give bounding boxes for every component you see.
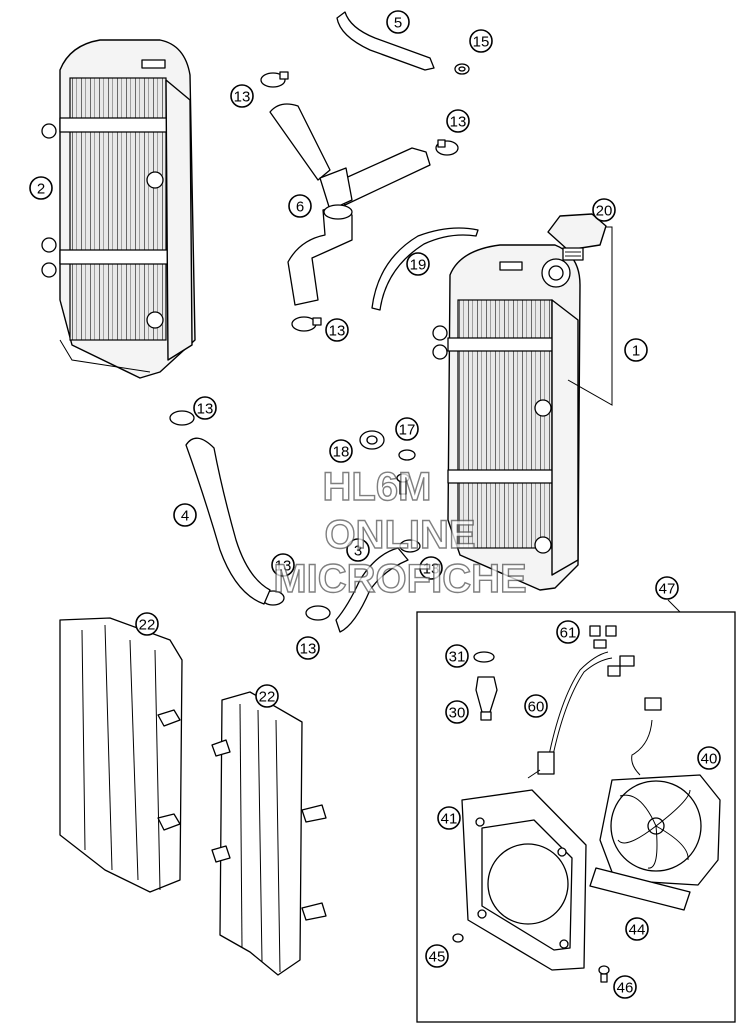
clamp-13-right bbox=[435, 139, 459, 156]
svg-text:15: 15 bbox=[473, 34, 490, 51]
clamp-13-lower bbox=[291, 316, 322, 332]
callout-46: 46 bbox=[613, 975, 637, 999]
svg-text:13: 13 bbox=[423, 561, 440, 578]
clamp-13-hose3-bottom bbox=[305, 605, 331, 621]
radiator-cap bbox=[547, 213, 607, 261]
screw-46 bbox=[598, 965, 610, 983]
hose-3 bbox=[335, 547, 409, 633]
left-radiator bbox=[41, 39, 196, 379]
wiring-harness bbox=[527, 625, 635, 779]
watermark-line-2: ONLINE bbox=[324, 513, 475, 557]
callout-13-d: 13 bbox=[193, 396, 217, 420]
watermark: HL6M ONLINE MICROFICHE bbox=[273, 464, 528, 601]
plug-18 bbox=[359, 430, 385, 450]
hose-19 bbox=[371, 227, 479, 311]
callout-60: 60 bbox=[524, 694, 548, 718]
svg-text:17: 17 bbox=[399, 422, 416, 439]
hose-y-piece-6 bbox=[269, 103, 431, 306]
svg-text:31: 31 bbox=[449, 649, 466, 666]
fan-shroud bbox=[461, 789, 587, 971]
callout-13-e: 13 bbox=[271, 553, 295, 577]
screw-45 bbox=[452, 933, 464, 943]
callout-15: 15 bbox=[469, 29, 493, 53]
callout-44: 44 bbox=[625, 917, 649, 941]
callout-61: 61 bbox=[556, 620, 580, 644]
svg-text:18: 18 bbox=[333, 444, 350, 461]
fan-kit-frame bbox=[416, 611, 736, 1023]
svg-text:30: 30 bbox=[449, 705, 466, 722]
callout-18: 18 bbox=[329, 439, 353, 463]
screw-small bbox=[396, 473, 410, 495]
right-radiator bbox=[432, 226, 613, 591]
radiator-guard-left bbox=[59, 617, 183, 893]
watermark-line-3: MICROFICHE bbox=[273, 557, 526, 601]
callout-6: 6 bbox=[288, 194, 312, 218]
hose-5 bbox=[336, 11, 435, 71]
svg-text:22: 22 bbox=[139, 617, 156, 634]
svg-text:60: 60 bbox=[528, 699, 545, 716]
svg-text:13: 13 bbox=[329, 323, 346, 340]
callout-13-a: 13 bbox=[230, 84, 254, 108]
svg-text:13: 13 bbox=[275, 558, 292, 575]
clamp-13-hose3-top bbox=[399, 539, 421, 553]
callout-13-f: 13 bbox=[419, 556, 443, 580]
callout-30: 30 bbox=[445, 700, 469, 724]
thermo-switch bbox=[473, 651, 498, 721]
callout-31: 31 bbox=[445, 644, 469, 668]
callout-1: 1 bbox=[624, 338, 648, 362]
clamp-13-hose4-top bbox=[169, 410, 195, 426]
callout-2: 2 bbox=[29, 176, 53, 200]
svg-text:46: 46 bbox=[617, 980, 634, 997]
callout-45: 45 bbox=[425, 944, 449, 968]
callout-13-g: 13 bbox=[296, 636, 320, 660]
svg-text:40: 40 bbox=[701, 751, 718, 768]
callout-20: 20 bbox=[592, 198, 616, 222]
callout-4: 4 bbox=[173, 503, 197, 527]
callout-5: 5 bbox=[386, 10, 410, 34]
callout-22-b: 22 bbox=[255, 684, 279, 708]
svg-text:20: 20 bbox=[596, 203, 613, 220]
svg-text:5: 5 bbox=[394, 15, 402, 32]
label-plate bbox=[589, 867, 691, 911]
svg-text:1: 1 bbox=[632, 343, 640, 360]
svg-text:4: 4 bbox=[181, 508, 189, 525]
hose-4 bbox=[185, 437, 271, 605]
svg-text:2: 2 bbox=[37, 181, 45, 198]
callout-40: 40 bbox=[697, 746, 721, 770]
svg-text:13: 13 bbox=[234, 89, 251, 106]
callout-17: 17 bbox=[395, 417, 419, 441]
svg-text:6: 6 bbox=[296, 199, 304, 216]
cooling-fan bbox=[599, 697, 721, 886]
svg-text:45: 45 bbox=[429, 949, 446, 966]
washer-17 bbox=[398, 449, 416, 461]
svg-text:47: 47 bbox=[659, 581, 676, 598]
svg-text:19: 19 bbox=[410, 257, 427, 274]
callout-19: 19 bbox=[406, 252, 430, 276]
callout-13-b: 13 bbox=[446, 109, 470, 133]
svg-text:61: 61 bbox=[560, 625, 577, 642]
callout-41: 41 bbox=[437, 806, 461, 830]
callout-13-c: 13 bbox=[325, 318, 349, 342]
callout-3: 3 bbox=[346, 538, 370, 562]
svg-text:41: 41 bbox=[441, 811, 458, 828]
callout-22-a: 22 bbox=[135, 612, 159, 636]
clamp-15 bbox=[454, 63, 470, 75]
svg-text:3: 3 bbox=[354, 543, 362, 560]
clamp-13-top bbox=[260, 71, 289, 88]
svg-text:13: 13 bbox=[300, 641, 317, 658]
svg-text:13: 13 bbox=[450, 114, 467, 131]
radiator-guard-right bbox=[211, 691, 327, 976]
watermark-line-1: HL6M bbox=[323, 465, 432, 509]
callout-47: 47 bbox=[655, 576, 679, 600]
svg-text:44: 44 bbox=[629, 922, 646, 939]
svg-text:13: 13 bbox=[197, 401, 214, 418]
svg-text:22: 22 bbox=[259, 689, 276, 706]
